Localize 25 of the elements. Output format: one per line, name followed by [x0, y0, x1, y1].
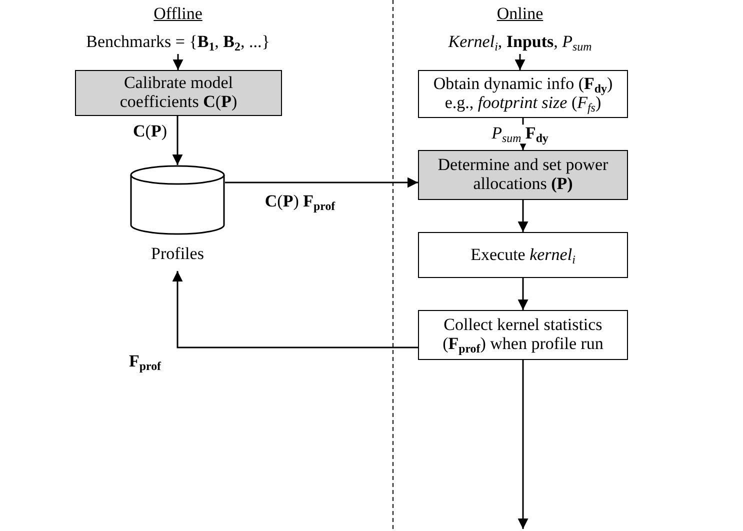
arrow: [518, 360, 528, 529]
box-text: Obtain dynamic info (F$_{dy}$) e.g., footprint size (F$_{fs}$): [432, 75, 614, 113]
arrow: [172, 116, 183, 165]
box-text: Determine and set power allocations (P): [436, 156, 610, 194]
node-caption: Profiles: [151, 245, 204, 264]
box-text: Execute kernel$_{i}$: [470, 246, 576, 264]
input-label: Kernel$_{i}$, Inputs, P$_{sum}$: [448, 32, 592, 52]
column-heading: Offline: [154, 4, 202, 24]
arrow: [514, 54, 526, 70]
process-box: [418, 232, 628, 278]
arrow: [172, 271, 418, 348]
process-box: [418, 150, 628, 200]
column-heading: Online: [496, 4, 544, 24]
box-text: Collect kernel statistics (F$_{prof}$) when profile run: [442, 316, 604, 354]
arrow: [518, 200, 528, 232]
arrow: [518, 278, 528, 310]
process-box: [75, 70, 282, 116]
box-text: Calibrate model coefficients C(P): [118, 74, 238, 112]
arrow: [225, 177, 418, 188]
edge-label: P$_{sum}$ F$_{dy}$: [488, 124, 552, 144]
process-box: [418, 70, 628, 118]
edge-label: F$_{prof}$: [126, 352, 164, 372]
arrow: [172, 54, 184, 70]
process-box: [418, 310, 628, 360]
input-label: Benchmarks = {B$_{1}$, B$_{2}$, ...}: [86, 32, 270, 52]
